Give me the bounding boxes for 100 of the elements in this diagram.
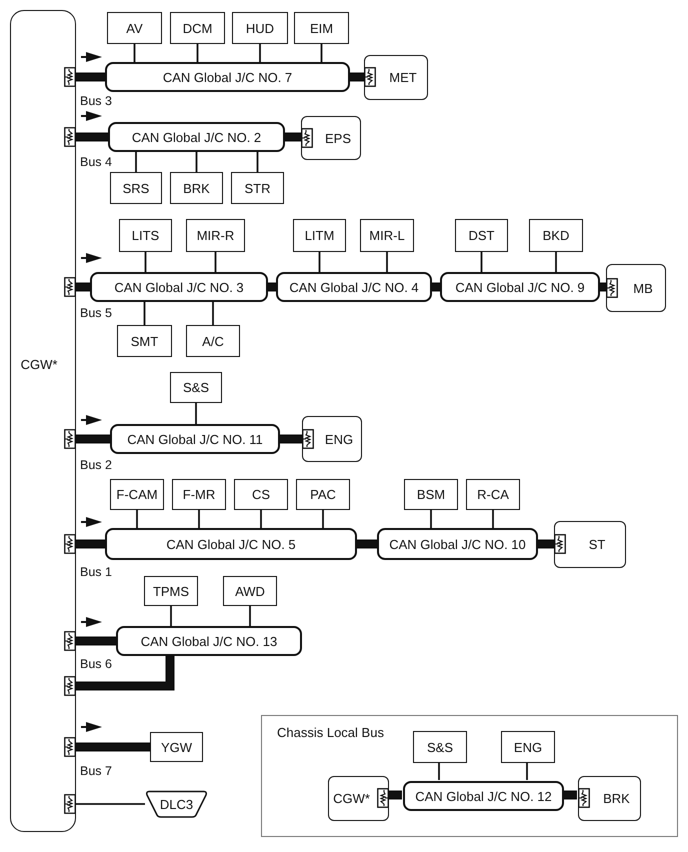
connection-line — [256, 152, 258, 172]
bus-label: Bus 7 — [80, 764, 112, 778]
node-label: BKD — [542, 228, 570, 243]
node-label: DST — [468, 228, 494, 243]
junction-connector-box — [105, 62, 350, 92]
connection-line — [430, 510, 432, 528]
gateway-box — [10, 10, 76, 832]
node-label: CAN Global J/C NO. 13 — [140, 634, 278, 648]
ecu-box — [404, 479, 458, 510]
ecu-box — [302, 416, 362, 462]
connection-line — [134, 44, 136, 62]
diagnostic-connector — [145, 790, 208, 818]
connection-line — [249, 606, 251, 626]
node-label: ENG — [324, 432, 354, 446]
node-label: STR — [244, 180, 270, 196]
connection-line — [555, 252, 557, 272]
connection-line — [212, 302, 214, 325]
bus-line — [64, 127, 108, 147]
ecu-box — [294, 12, 349, 44]
node-label: HUD — [246, 20, 274, 36]
bus-line — [600, 282, 606, 292]
node-label: CAN Global J/C NO. 5 — [166, 536, 296, 552]
bus-line — [64, 277, 90, 297]
connection-line — [260, 510, 262, 528]
ecu-box — [301, 116, 361, 160]
junction-connector-box — [116, 626, 302, 656]
node-label: TPMS — [152, 584, 190, 598]
ecu-box — [170, 12, 225, 44]
connection-line — [196, 44, 198, 62]
ecu-box — [172, 479, 226, 510]
connection-line — [135, 152, 137, 172]
node-label: S&S — [426, 740, 453, 754]
node-label: CAN Global J/C NO. 9 — [455, 280, 585, 294]
bus-label: Bus 2 — [80, 458, 112, 472]
connection-line — [195, 403, 197, 424]
ecu-box — [150, 732, 203, 762]
connection-line — [526, 762, 528, 780]
ecu-box — [110, 172, 162, 204]
connection-line — [318, 252, 320, 272]
connection-line — [214, 252, 216, 272]
ecu-box — [296, 479, 350, 510]
node-label: CAN Global J/C NO. 7 — [162, 70, 292, 84]
connection-line — [386, 252, 388, 272]
node-label: DCM — [182, 20, 212, 36]
bus-line — [388, 790, 402, 800]
junction-connector-box — [108, 122, 285, 152]
ecu-box — [107, 12, 162, 44]
connection-line — [196, 152, 198, 172]
connection-line — [320, 44, 322, 62]
node-label: CAN Global J/C NO. 12 — [415, 788, 552, 804]
connection-line — [198, 510, 200, 528]
bus-line — [538, 540, 554, 548]
node-label: A/C — [202, 334, 224, 348]
ecu-box — [232, 12, 288, 44]
node-label: BRK — [183, 180, 210, 196]
node-label: CAN Global J/C NO. 10 — [389, 536, 526, 552]
bus-line — [432, 282, 440, 292]
ecu-box — [554, 521, 626, 568]
node-label: PAC — [310, 487, 336, 502]
ecu-box — [186, 219, 245, 252]
ecu-box — [234, 479, 288, 510]
ecu-box — [186, 325, 240, 357]
junction-connector-box — [440, 272, 600, 302]
node-label: BRK — [603, 791, 630, 806]
ecu-box — [231, 172, 284, 204]
ecu-box — [223, 576, 277, 606]
node-label: ENG — [514, 740, 542, 754]
connection-line — [492, 510, 494, 528]
ecu-box — [578, 776, 641, 821]
node-label: CAN Global J/C NO. 2 — [132, 130, 262, 144]
connection-line — [259, 44, 261, 62]
ecu-box — [110, 479, 164, 510]
bus-label: Bus 5 — [80, 306, 112, 320]
bus-line — [64, 534, 105, 554]
node-label: SMT — [130, 334, 158, 348]
bus-label: Bus 6 — [80, 657, 112, 671]
junction-connector-box — [110, 424, 280, 454]
node-label: S&S — [182, 380, 209, 395]
bus-line — [563, 790, 577, 800]
connection-line — [322, 510, 324, 528]
node-label: CGW* — [20, 357, 58, 372]
node-label: MET — [389, 70, 417, 85]
connection-line — [480, 252, 482, 272]
node-label: DLC3 — [160, 796, 194, 812]
bus-label: Bus 4 — [80, 155, 112, 169]
ecu-box — [501, 731, 555, 763]
connection-line — [170, 606, 172, 626]
ecu-box — [117, 325, 172, 357]
ecu-box — [466, 479, 520, 510]
junction-connector-box — [377, 528, 538, 560]
node-label: LITM — [304, 228, 334, 243]
node-label: MIR-L — [369, 228, 405, 243]
connection-line — [64, 794, 145, 814]
node-label: AV — [126, 20, 143, 36]
bus-line — [64, 429, 110, 449]
ecu-box — [144, 576, 198, 606]
ecu-box — [413, 731, 467, 763]
bus-line — [64, 67, 105, 87]
node-label: F-CAM — [116, 487, 158, 502]
ecu-box — [170, 372, 222, 403]
